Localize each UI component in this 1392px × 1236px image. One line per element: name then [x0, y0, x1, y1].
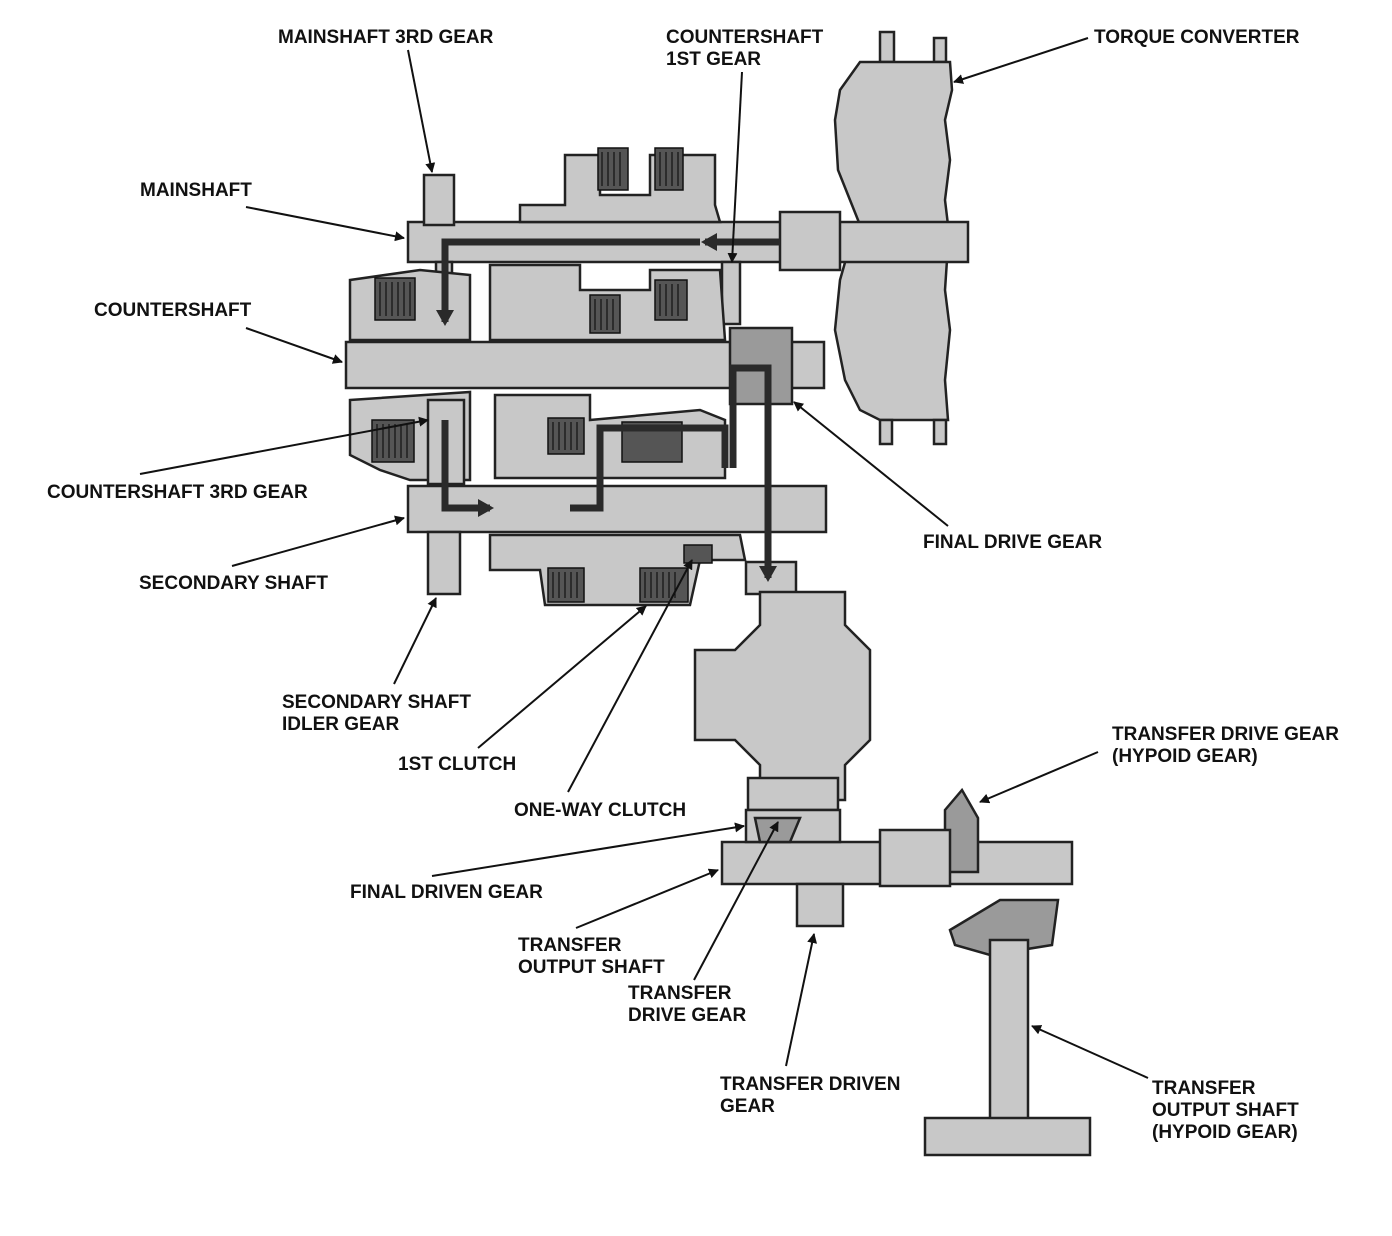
svg-text:TRANSFER DRIVE GEAR: TRANSFER DRIVE GEAR [1112, 724, 1339, 745]
svg-text:1ST CLUTCH: 1ST CLUTCH [398, 754, 516, 775]
svg-text:FINAL DRIVEN GEAR: FINAL DRIVEN GEAR [350, 882, 543, 903]
svg-text:(HYPOID GEAR): (HYPOID GEAR) [1112, 746, 1258, 767]
label-countershaft-3rd-gear: COUNTERSHAFT 3RD GEAR [47, 416, 429, 503]
label-transfer-output-shaft: TRANSFER OUTPUT SHAFT [518, 868, 719, 978]
first-clutch [488, 533, 747, 607]
countershaft-1st-gear [720, 260, 742, 326]
svg-text:COUNTERSHAFT: COUNTERSHAFT [666, 27, 824, 48]
label-secondary-shaft-idler-gear: SECONDARY SHAFT IDLER GEAR [282, 597, 471, 735]
lower-gear-cluster [348, 390, 727, 482]
svg-text:TRANSFER: TRANSFER [518, 935, 622, 956]
svg-text:FINAL DRIVE GEAR: FINAL DRIVE GEAR [923, 532, 1102, 553]
label-secondary-shaft: SECONDARY SHAFT [139, 515, 405, 594]
label-transfer-drive-gear-hypoid: TRANSFER DRIVE GEAR (HYPOID GEAR) [979, 724, 1339, 804]
svg-text:OUTPUT SHAFT: OUTPUT SHAFT [1152, 1100, 1299, 1121]
transfer-driven-gear [795, 882, 845, 928]
svg-text:(HYPOID GEAR): (HYPOID GEAR) [1152, 1122, 1298, 1143]
label-mainshaft-3rd-gear: MAINSHAFT 3RD GEAR [278, 27, 494, 173]
svg-text:SECONDARY SHAFT: SECONDARY SHAFT [139, 573, 328, 594]
label-transfer-output-shaft-hypoid: TRANSFER OUTPUT SHAFT (HYPOID GEAR) [1031, 1025, 1299, 1143]
svg-text:GEAR: GEAR [720, 1096, 775, 1117]
label-final-drive-gear: FINAL DRIVE GEAR [793, 401, 1102, 553]
torque-converter [833, 30, 954, 446]
mainshaft-upper-clutch-packs [518, 147, 722, 224]
transfer-drive-gear-hypoid [878, 787, 980, 888]
svg-text:MAINSHAFT: MAINSHAFT [140, 180, 252, 201]
secondary-shaft-idler-gear [426, 530, 462, 596]
middle-gear-cluster [348, 263, 727, 342]
svg-text:SECONDARY SHAFT: SECONDARY SHAFT [282, 692, 471, 713]
label-countershaft-1st-gear: COUNTERSHAFT 1ST GEAR [666, 27, 824, 263]
svg-text:OUTPUT SHAFT: OUTPUT SHAFT [518, 957, 665, 978]
svg-text:MAINSHAFT 3RD GEAR: MAINSHAFT 3RD GEAR [278, 27, 494, 48]
svg-text:TRANSFER: TRANSFER [1152, 1078, 1256, 1099]
svg-text:1ST GEAR: 1ST GEAR [666, 49, 761, 70]
label-countershaft: COUNTERSHAFT [94, 300, 343, 364]
svg-text:IDLER GEAR: IDLER GEAR [282, 714, 399, 735]
svg-text:TORQUE CONVERTER: TORQUE CONVERTER [1094, 27, 1300, 48]
one-way-clutch [683, 544, 713, 564]
final-driven-gear [693, 560, 872, 812]
svg-text:TRANSFER DRIVEN: TRANSFER DRIVEN [720, 1074, 901, 1095]
power-flow-path [436, 233, 780, 582]
svg-text:DRIVE GEAR: DRIVE GEAR [628, 1005, 747, 1026]
transfer-output-shaft-hypoid [923, 898, 1092, 1157]
svg-text:TRANSFER: TRANSFER [628, 983, 732, 1004]
label-one-way-clutch: ONE-WAY CLUTCH [514, 559, 693, 821]
label-mainshaft: MAINSHAFT [140, 180, 405, 242]
svg-text:ONE-WAY CLUTCH: ONE-WAY CLUTCH [514, 800, 686, 821]
label-transfer-drive-gear: TRANSFER DRIVE GEAR [628, 821, 779, 1026]
label-first-clutch: 1ST CLUTCH [398, 605, 647, 775]
svg-text:COUNTERSHAFT 3RD GEAR: COUNTERSHAFT 3RD GEAR [47, 482, 308, 503]
label-transfer-driven-gear: TRANSFER DRIVEN GEAR [720, 933, 901, 1117]
svg-text:COUNTERSHAFT: COUNTERSHAFT [94, 300, 252, 321]
label-torque-converter: TORQUE CONVERTER [953, 27, 1300, 84]
label-final-driven-gear: FINAL DRIVEN GEAR [350, 822, 745, 903]
